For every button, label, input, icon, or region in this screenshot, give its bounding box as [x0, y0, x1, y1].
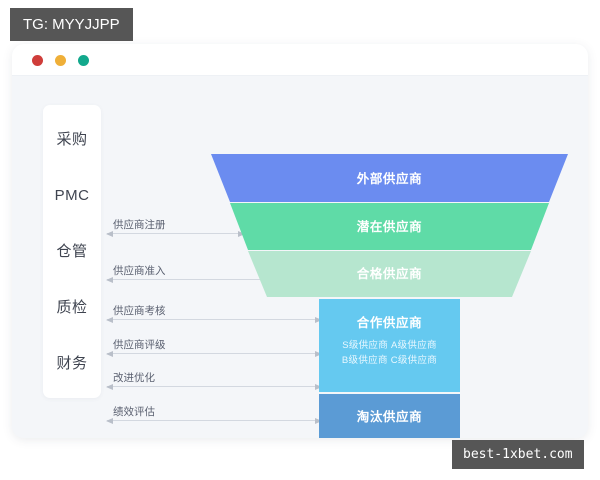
arrow-line	[107, 420, 321, 421]
funnel-stage-label-external: 外部供应商	[356, 172, 423, 186]
browser-window-card: 采购 PMC 仓管 质检 财务 供应商注册 供应商准入 供应商考核 供应商评级	[12, 44, 588, 438]
arrow-line	[107, 279, 307, 280]
arrow-left-head-icon	[106, 231, 113, 237]
window-maximize-button[interactable]	[78, 55, 89, 66]
window-close-button[interactable]	[32, 55, 43, 66]
arrow-right-head-icon	[315, 351, 322, 357]
department-item-quality[interactable]: 质检	[56, 299, 88, 317]
process-arrow-label: 供应商评级	[113, 338, 166, 351]
process-arrow-supplier-registration: 供应商注册	[106, 211, 245, 237]
arrow-left-head-icon	[106, 418, 113, 424]
process-arrow-label: 供应商注册	[113, 218, 166, 231]
process-arrow-supplier-rating: 供应商评级	[106, 331, 322, 357]
department-rail: 采购 PMC 仓管 质检 财务	[43, 105, 101, 398]
arrow-left-head-icon	[106, 384, 113, 390]
arrow-line	[107, 233, 244, 234]
diagram-canvas: 采购 PMC 仓管 质检 财务 供应商注册 供应商准入 供应商考核 供应商评级	[12, 76, 588, 438]
funnel-stage-label-eliminated: 淘汰供应商	[356, 410, 423, 424]
watermark-top-left: TG: MYYJJPP	[10, 8, 133, 41]
process-arrow-supplier-assessment: 供应商考核	[106, 297, 322, 323]
arrow-line	[107, 319, 321, 320]
process-arrow-performance-evaluation: 绩效评估	[106, 398, 322, 424]
funnel-stage-label-potential: 潜在供应商	[356, 220, 423, 234]
arrow-line	[107, 386, 321, 387]
process-arrow-label: 供应商准入	[113, 264, 166, 277]
funnel-stage-label-qualified: 合格供应商	[356, 267, 423, 281]
department-item-warehouse[interactable]: 仓管	[56, 242, 88, 260]
arrow-line	[107, 353, 321, 354]
process-arrow-label: 绩效评估	[113, 405, 155, 418]
watermark-bottom-right: best-1xbet.com	[452, 440, 584, 469]
funnel-stage-subtext-grades-line2: B级供应商 C级供应商	[341, 355, 438, 366]
process-arrow-label: 供应商考核	[113, 304, 166, 317]
funnel-stage-subtext-grades-line1: S级供应商 A级供应商	[342, 340, 437, 351]
arrow-right-head-icon	[315, 384, 322, 390]
arrow-right-head-icon	[315, 317, 322, 323]
arrow-left-head-icon	[106, 351, 113, 357]
department-item-pmc[interactable]: PMC	[54, 186, 90, 204]
process-arrow-improvement: 改进优化	[106, 364, 322, 390]
arrow-left-head-icon	[106, 277, 113, 283]
arrow-right-head-icon	[315, 418, 322, 424]
department-item-purchasing[interactable]: 采购	[56, 130, 88, 148]
funnel-stage-label-cooperative: 合作供应商	[356, 316, 423, 330]
window-title-bar	[12, 44, 588, 76]
department-item-finance[interactable]: 财务	[56, 355, 88, 373]
process-arrow-label: 改进优化	[113, 371, 155, 384]
window-minimize-button[interactable]	[55, 55, 66, 66]
arrow-left-head-icon	[106, 317, 113, 323]
